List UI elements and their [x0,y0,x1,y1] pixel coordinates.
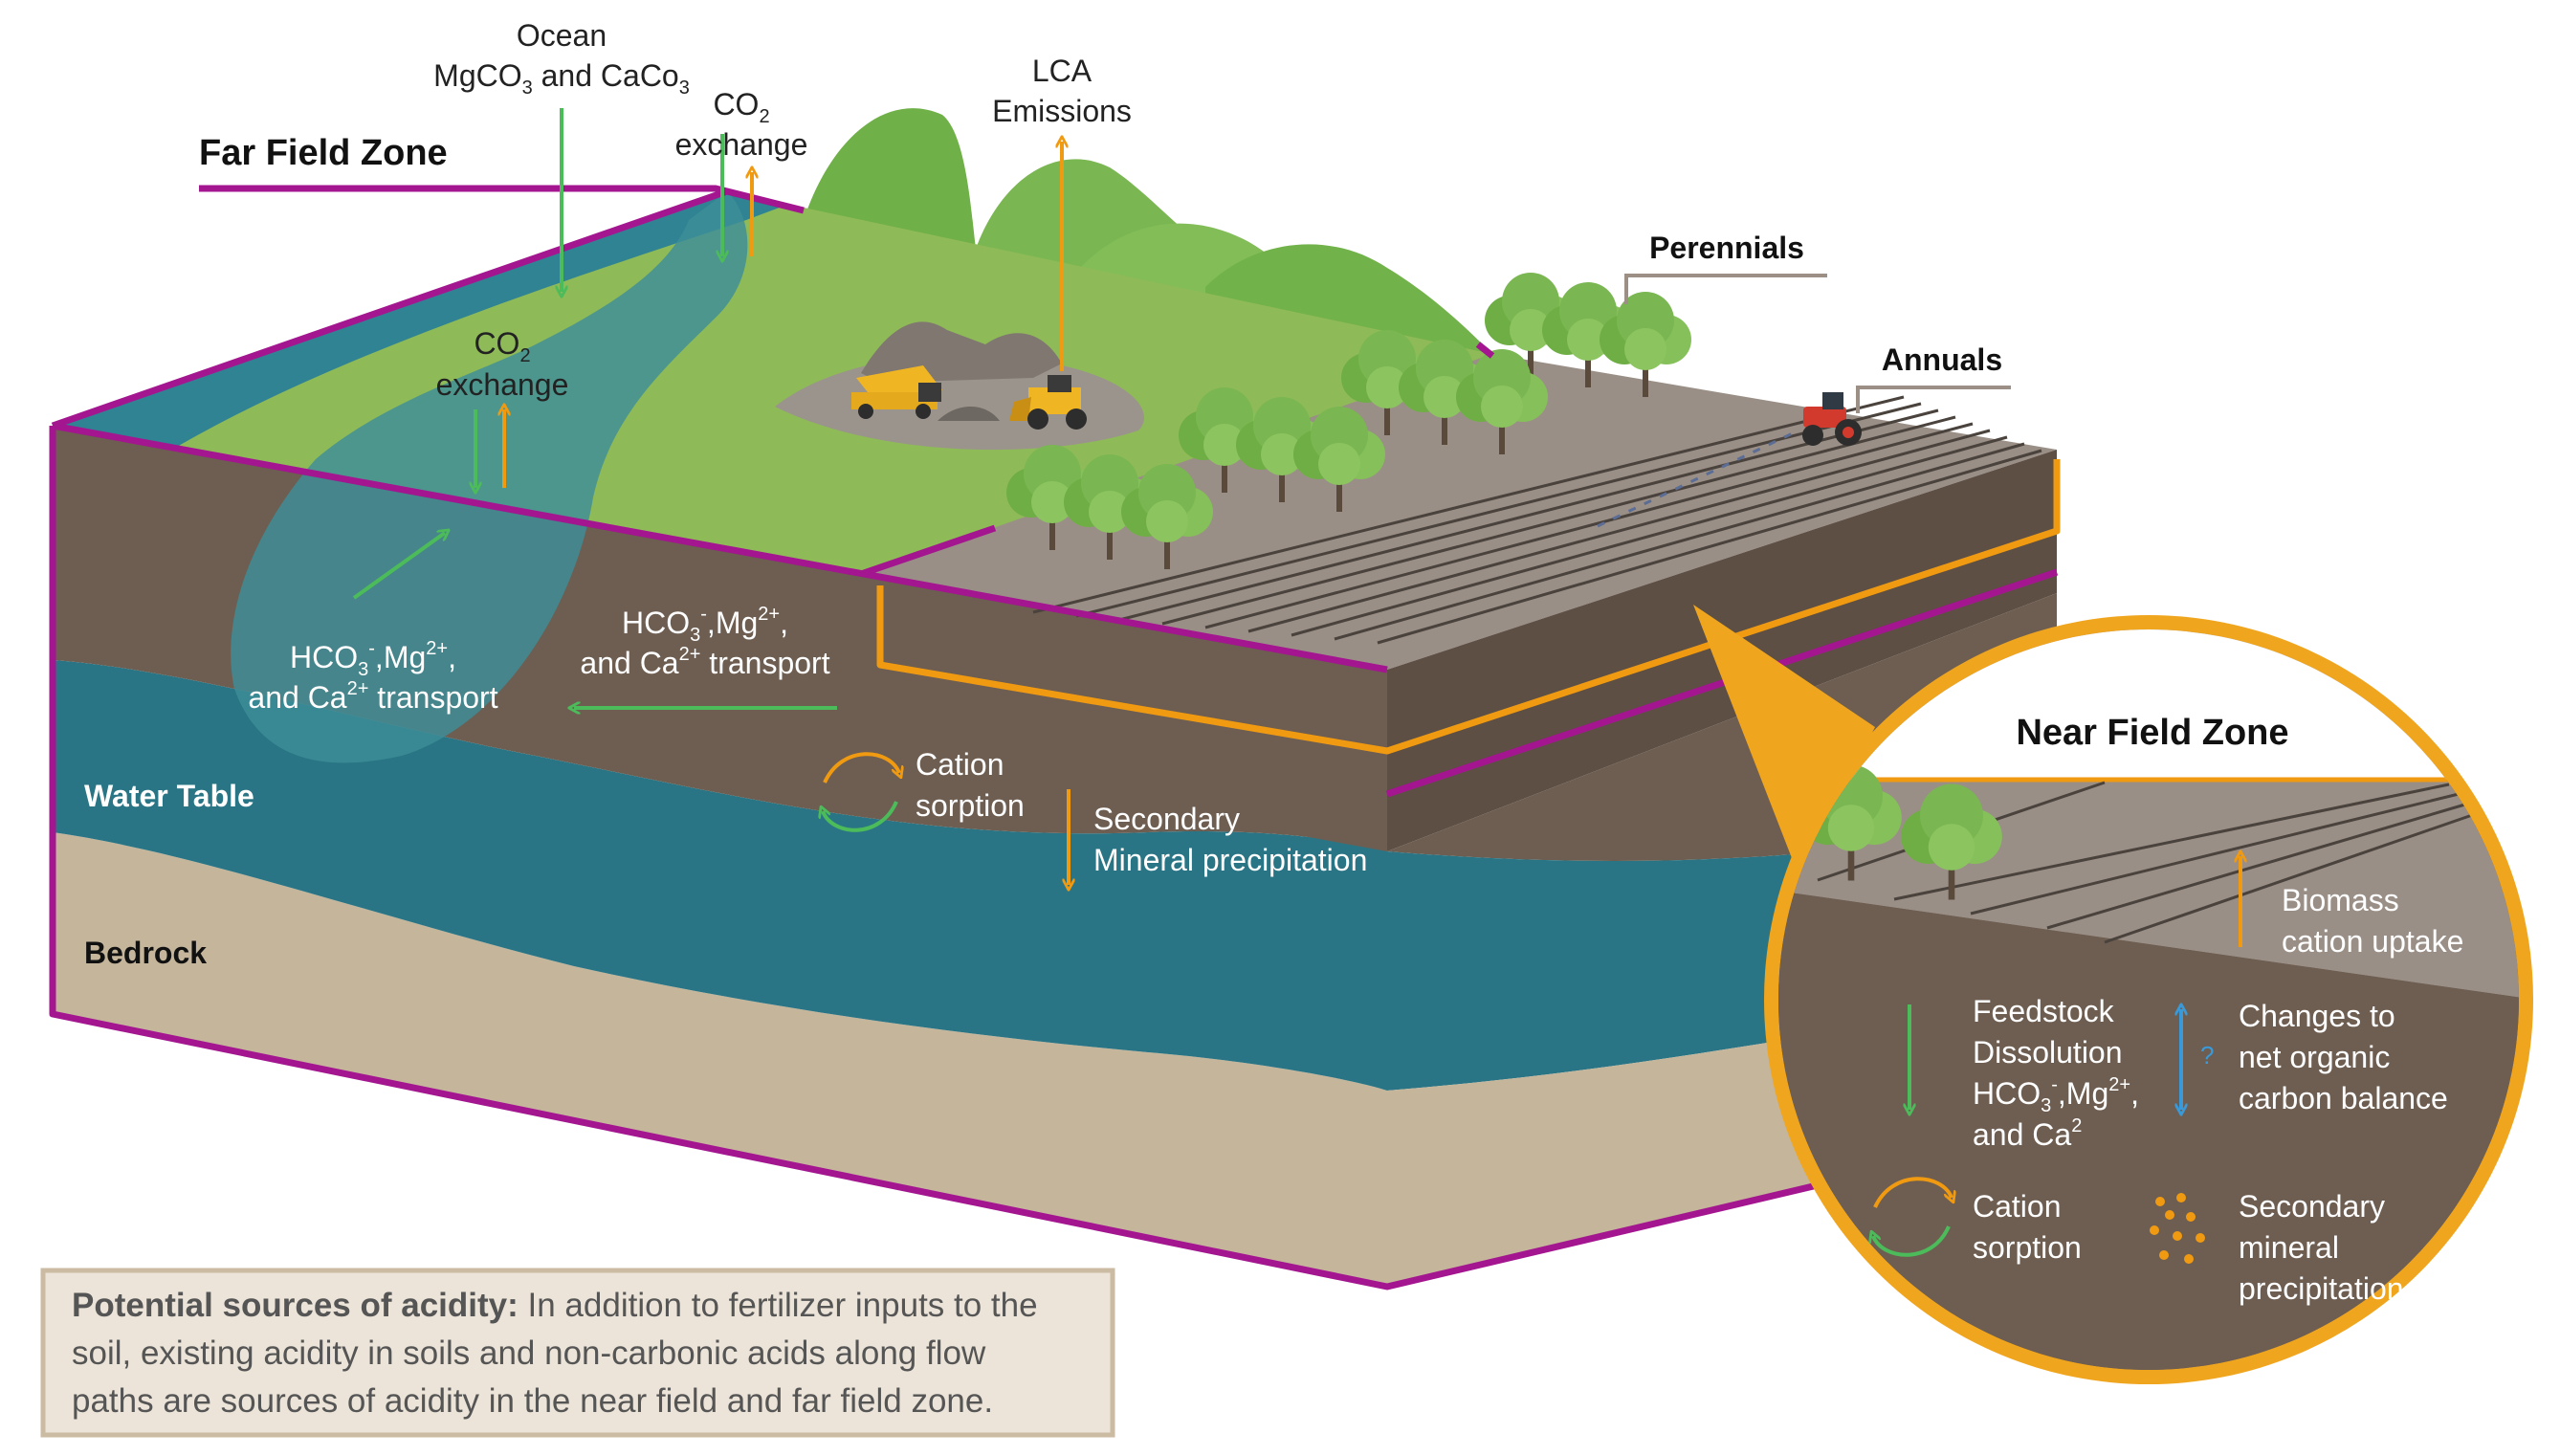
crop-row [1247,429,1991,633]
groundwater-layer [53,660,1387,1091]
feedstock-label-2: Dissolution [1973,1035,2123,1070]
annuals-label: Annuals [1882,342,2002,377]
crop-row [1032,395,1905,614]
transport-mid-label: HCO3-,Mg2+, [622,604,788,646]
crop-row [1291,435,2008,637]
biomass-label: Biomass [2282,883,2399,917]
near-field-zone-label: Near Field Zone [2016,713,2288,753]
cation-sorption-label: Cation [916,747,1004,782]
rock-pile-icon [861,321,1062,383]
transport-left-label-2: and Ca2+ transport [248,678,497,715]
far-field-zone-label: Far Field Zone [199,133,448,173]
note-line-2: soil, existing acidity in soils and non-… [72,1335,986,1372]
secondary-mineral-label: Secondary [1093,802,1240,836]
far-field-zone-border [49,185,2059,1291]
inset-secmin-label-2: mineral [2239,1230,2339,1265]
ocean-label: Ocean [517,18,607,53]
inset-secmin-label-3: precipitation [2239,1271,2404,1306]
crop-row [1075,402,1922,618]
transport-left-label: HCO3-,Mg2+, [290,638,456,680]
cycle-arrows-icon [1873,1177,1952,1257]
organic-carbon-label-2: net organic [2239,1040,2390,1074]
dump-truck-icon [851,365,942,419]
water-table-label: Water Table [84,779,254,813]
inset-cation-label-2: sorption [1973,1230,2082,1265]
note-line-1: Potential sources of acidity: In additio… [72,1287,1038,1324]
feedstock-label-3: HCO3-,Mg2+, [1973,1074,2139,1116]
inset-secmin-label: Secondary [2239,1189,2385,1224]
perennials-label: Perennials [1649,231,1804,265]
lca-label: LCA [1032,54,1092,88]
deciduous-tree-icon [1901,783,2002,900]
flux-arrows [352,108,2240,1257]
co2-exchange-top-word: exchange [675,127,808,162]
crop-row [1161,415,1956,626]
biomass-label-2: cation uptake [2282,924,2463,959]
perennial-trees [1006,273,1691,569]
organic-carbon-label-3: carbon balance [2239,1081,2448,1115]
river [231,191,748,763]
crop-row [1118,408,1939,622]
secondary-mineral-label-2: Mineral precipitation [1093,843,1367,877]
wheel-loader-icon [1009,375,1087,430]
crop-row [1377,449,2042,645]
organic-carbon-label: Changes to [2239,999,2395,1033]
deciduous-tree-icon [1293,407,1385,512]
deciduous-tree-icon [1600,292,1691,397]
field-side [861,574,1387,851]
crop-row [1334,442,2025,641]
note-line-3: paths are sources of acidity in the near… [72,1382,993,1420]
acidity-note: Potential sources of acidity: In additio… [40,1268,1115,1438]
near-field-zone-border [876,459,2061,755]
ocean [53,191,784,450]
lca-emissions-label: Emissions [992,94,1132,128]
cycle-arrows-icon [823,752,899,832]
deciduous-tree-icon [1456,349,1548,454]
feedstock-label-4: and Ca2 [1973,1115,2082,1152]
transport-mid-label-2: and Ca2+ transport [580,644,829,680]
inset-cation-label: Cation [1973,1189,2062,1224]
tractor-icon [1597,392,1862,528]
bedrock-label: Bedrock [84,936,207,970]
co2-exchange-left-label: CO2 [474,326,530,366]
mineral-dots-icon [2150,1193,2205,1264]
callout-lines [1624,274,2011,413]
crop-row [1204,422,1974,629]
bedrock-layer [53,832,1387,1287]
co2-exchange-left-word: exchange [436,367,569,402]
quarry [775,321,1144,451]
cation-sorption-label-2: sorption [916,788,1025,823]
co2-exchange-top-label: CO2 [713,87,769,127]
ocean-compounds-label: MgCO3 and CaCo3 [433,58,690,99]
deciduous-tree-icon [1121,464,1213,569]
crop-rows [1032,395,2042,645]
transport-diagonal-arrow [352,533,445,600]
question-mark: ? [2200,1041,2214,1070]
feedstock-label: Feedstock [1973,994,2115,1028]
